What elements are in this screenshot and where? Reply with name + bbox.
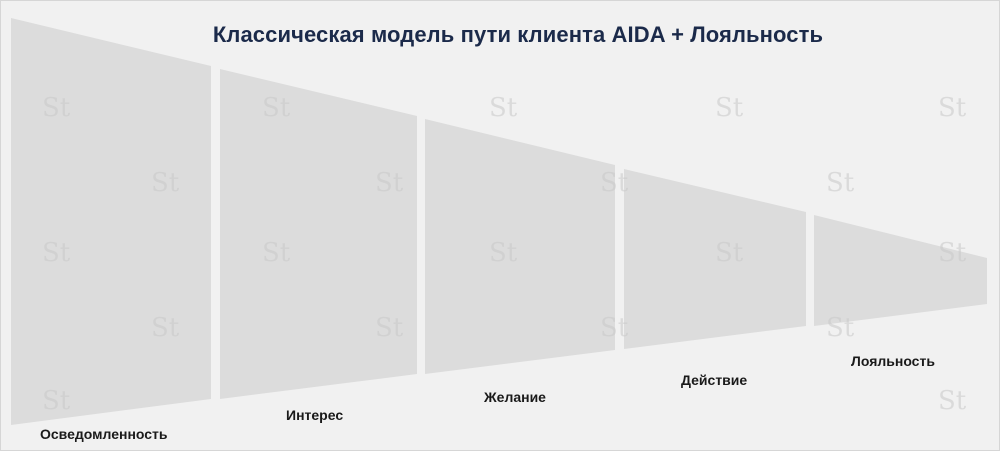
watermark-logo: St [938,238,967,268]
watermark-logo: St [938,93,967,123]
stage-label-action: Действие [681,372,748,388]
watermark-logo: St [375,313,404,343]
watermark-logo: St [489,93,518,123]
watermark-logo: St [715,238,744,268]
funnel-segment-awareness [11,18,211,425]
watermark-logo: St [42,238,71,268]
watermark-logo: St [715,93,744,123]
watermark-logo: St [262,238,291,268]
watermark-logo: St [600,168,629,198]
diagram-title: Классическая модель пути клиента AIDA + … [212,22,824,47]
funnel-segment-action [624,169,806,349]
funnel-segment-loyalty [814,215,987,326]
stage-label-interest: Интерес [286,407,344,423]
watermark-logo: St [42,386,71,416]
watermark-logo: St [151,168,180,198]
watermark-logo: St [375,168,404,198]
watermark-logo: St [151,313,180,343]
watermark-logo: St [826,168,855,198]
watermark-logo: St [938,386,967,416]
stage-label-desire: Желание [484,389,546,405]
watermark-logo: St [489,238,518,268]
watermark-logo: St [42,93,71,123]
funnel-segment-interest [220,69,417,399]
stage-label-awareness: Осведомленность [40,426,168,442]
stage-label-loyalty: Лояльность [851,353,935,369]
watermark-logo: St [826,313,855,343]
watermark-logo: St [262,93,291,123]
funnel-segment-desire [425,119,615,374]
watermark-logo: St [600,313,629,343]
